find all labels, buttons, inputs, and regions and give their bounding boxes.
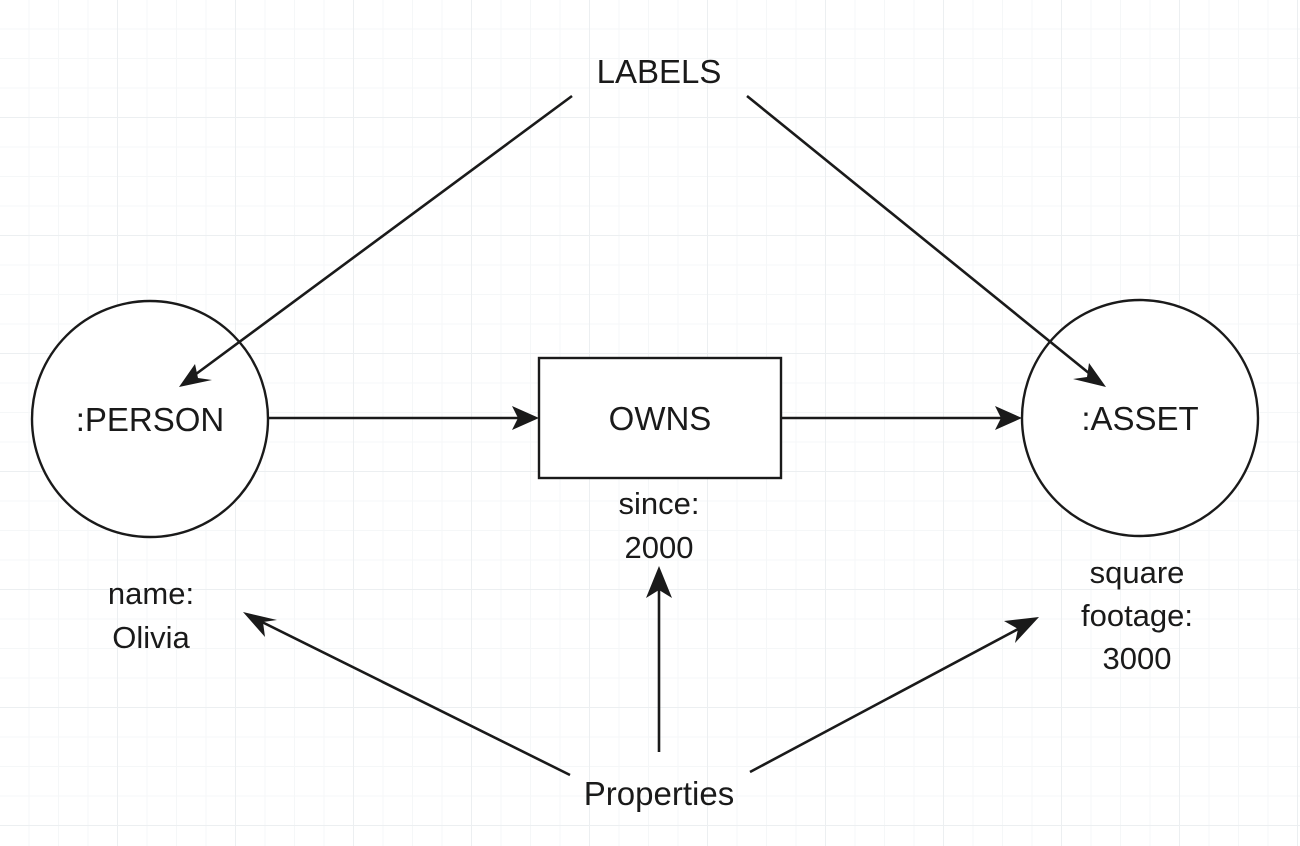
properties-leader-to-asset-property-line — [749, 626, 1021, 774]
labels-leader-to-asset-arrowhead — [1073, 363, 1106, 387]
properties-leader-to-asset-property-arrowhead — [1004, 617, 1039, 643]
properties-leader-to-person-property-arrowhead — [243, 612, 277, 637]
person-property-line-2: Olivia — [112, 620, 190, 655]
edge-owns-to-asset — [781, 406, 1022, 430]
person-property-line-1: name: — [108, 576, 194, 611]
labels-annotation-text: LABELS — [597, 53, 722, 90]
properties-leader-to-relationship-property-arrowhead — [646, 566, 672, 598]
relationship-owns[interactable]: OWNS — [537, 356, 783, 480]
person-label: :PERSON — [76, 401, 225, 438]
person-property-text: name: Olivia — [108, 576, 194, 655]
labels-leader-to-person — [179, 94, 573, 387]
properties-leader-to-relationship-property — [646, 566, 672, 752]
edge-owns-to-asset-arrowhead — [995, 406, 1022, 430]
properties-leader-to-asset-property — [749, 617, 1039, 774]
relationship-property-line-1: since: — [619, 486, 700, 521]
asset-property-line-1: square — [1090, 555, 1185, 590]
asset-property-line-2: footage: — [1081, 598, 1193, 633]
asset-property-text: square footage: 3000 — [1081, 555, 1193, 676]
labels-leader-to-person-line — [195, 94, 573, 376]
owns-label: OWNS — [609, 400, 712, 437]
labels-leader-to-asset — [746, 94, 1106, 387]
labels-leader-to-asset-line — [746, 94, 1091, 376]
edge-person-to-owns — [268, 406, 539, 430]
asset-label: :ASSET — [1081, 400, 1198, 437]
node-person[interactable]: :PERSON — [30, 299, 270, 539]
edge-person-to-owns-arrowhead — [512, 406, 539, 430]
properties-annotation-text: Properties — [584, 775, 734, 812]
owns-box[interactable] — [537, 356, 783, 480]
relationship-property-line-2: 2000 — [625, 530, 694, 565]
properties-leader-to-person-property-line — [261, 620, 571, 777]
relationship-property-text: since: 2000 — [619, 486, 700, 565]
labels-leader-to-person-arrowhead — [179, 364, 212, 387]
asset-property-line-3: 3000 — [1103, 641, 1172, 676]
properties-leader-to-person-property — [243, 612, 571, 777]
node-asset[interactable]: :ASSET — [1020, 298, 1260, 538]
